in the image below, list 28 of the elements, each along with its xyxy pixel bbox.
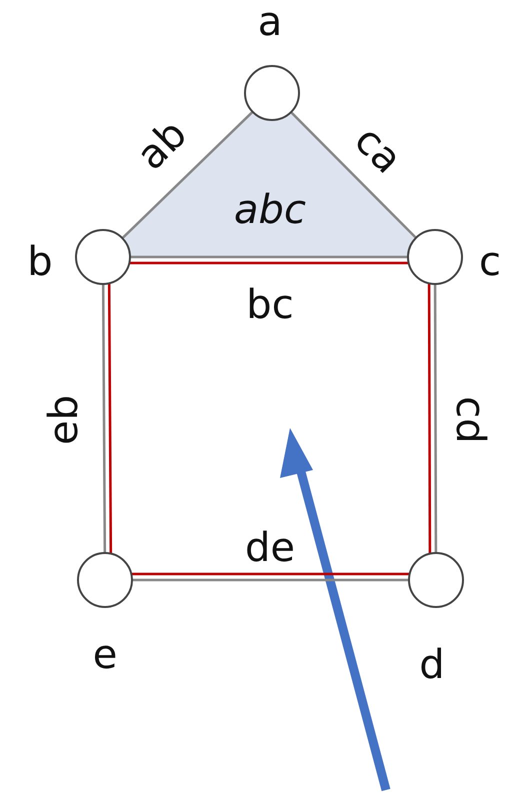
edge-line	[434, 284, 438, 553]
vertex-circle	[75, 229, 131, 285]
filled-triangle	[124, 113, 414, 257]
edge-label: eb	[42, 395, 86, 445]
vertex-circle	[244, 65, 300, 121]
cycle-line	[131, 572, 410, 576]
edge-label: de	[245, 526, 295, 570]
vertex-label: a	[258, 0, 282, 44]
edge-label: ab	[128, 112, 196, 178]
edge-line	[290, 111, 417, 239]
vertex-label: c	[479, 240, 501, 284]
vertex-circle	[407, 229, 463, 285]
vertex-label: d	[419, 643, 445, 687]
vertex-label: b	[27, 240, 53, 284]
edge-line	[130, 256, 408, 258]
vertex-circle	[77, 552, 133, 608]
edge-label: ca	[346, 118, 410, 182]
cycle-line	[428, 283, 432, 554]
edge-line	[102, 284, 106, 553]
edge-line	[132, 578, 409, 582]
cycle-line	[129, 262, 409, 264]
vertex-label: e	[92, 633, 118, 677]
edge-line	[122, 110, 254, 240]
vertex-circle	[408, 552, 464, 608]
face-label: abc	[234, 188, 306, 232]
edge-label: bc	[246, 283, 294, 327]
edge-label: cd	[448, 396, 492, 444]
cycle-line	[108, 283, 112, 554]
